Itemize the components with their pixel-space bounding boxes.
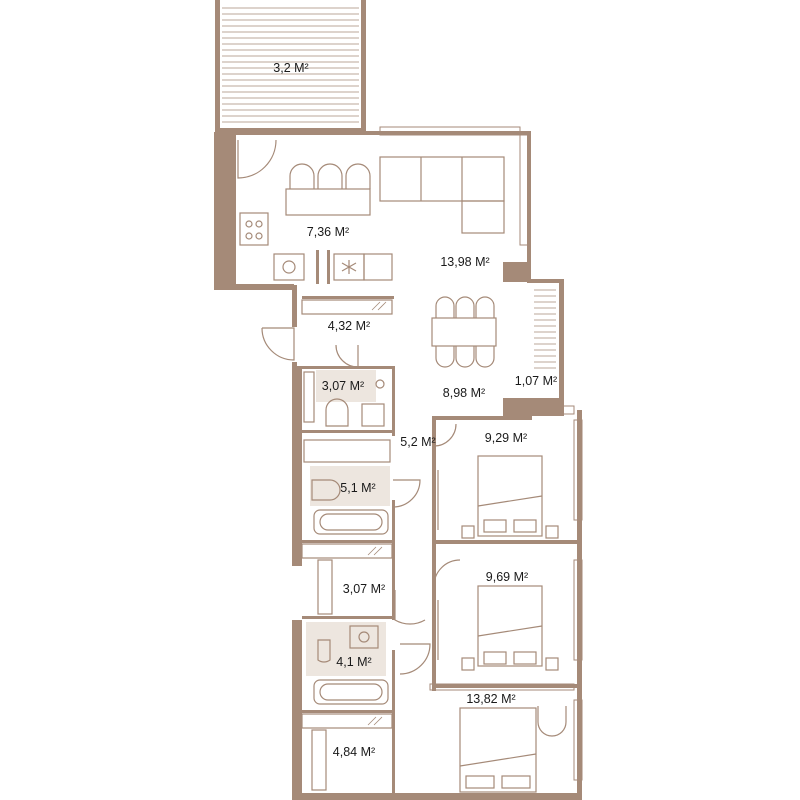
bathroom-fixtures xyxy=(303,371,391,705)
room-label-loggia: 1,07 М² xyxy=(515,374,557,388)
walls xyxy=(214,131,582,800)
bathroom-shading xyxy=(306,370,390,676)
bedroom-beds xyxy=(437,455,567,793)
room-label-kitchen: 7,36 М² xyxy=(307,225,349,239)
room-label-wardrobe-2: 4,84 М² xyxy=(333,745,375,759)
room-label-bathroom-2: 4,1 М² xyxy=(336,655,371,669)
room-label-balcony: 3,2 М² xyxy=(273,61,308,75)
room-label-dining: 8,98 М² xyxy=(443,386,485,400)
room-label-bedroom-1: 9,29 М² xyxy=(485,431,527,445)
room-labels: 3,2 М² 7,36 М² 13,98 М² 4,32 М² 3,07 М² … xyxy=(273,61,557,759)
room-label-bedroom-3: 13,82 М² xyxy=(466,692,515,706)
windows xyxy=(379,126,583,781)
balcony xyxy=(215,0,366,133)
room-label-wardrobe-1: 3,07 М² xyxy=(343,582,385,596)
room-label-corridor: 5,2 М² xyxy=(400,435,435,449)
kitchen-furniture xyxy=(239,156,505,281)
room-label-bath-small: 3,07 М² xyxy=(322,379,364,393)
loggia-hatch xyxy=(534,289,556,369)
doors xyxy=(237,139,461,675)
room-label-bathroom-1: 5,1 М² xyxy=(340,481,375,495)
room-label-hall: 4,32 М² xyxy=(328,319,370,333)
dining-furniture xyxy=(431,296,497,368)
room-label-bedroom-2: 9,69 М² xyxy=(486,570,528,584)
room-label-living: 13,98 М² xyxy=(440,255,489,269)
wardrobes xyxy=(301,299,393,791)
